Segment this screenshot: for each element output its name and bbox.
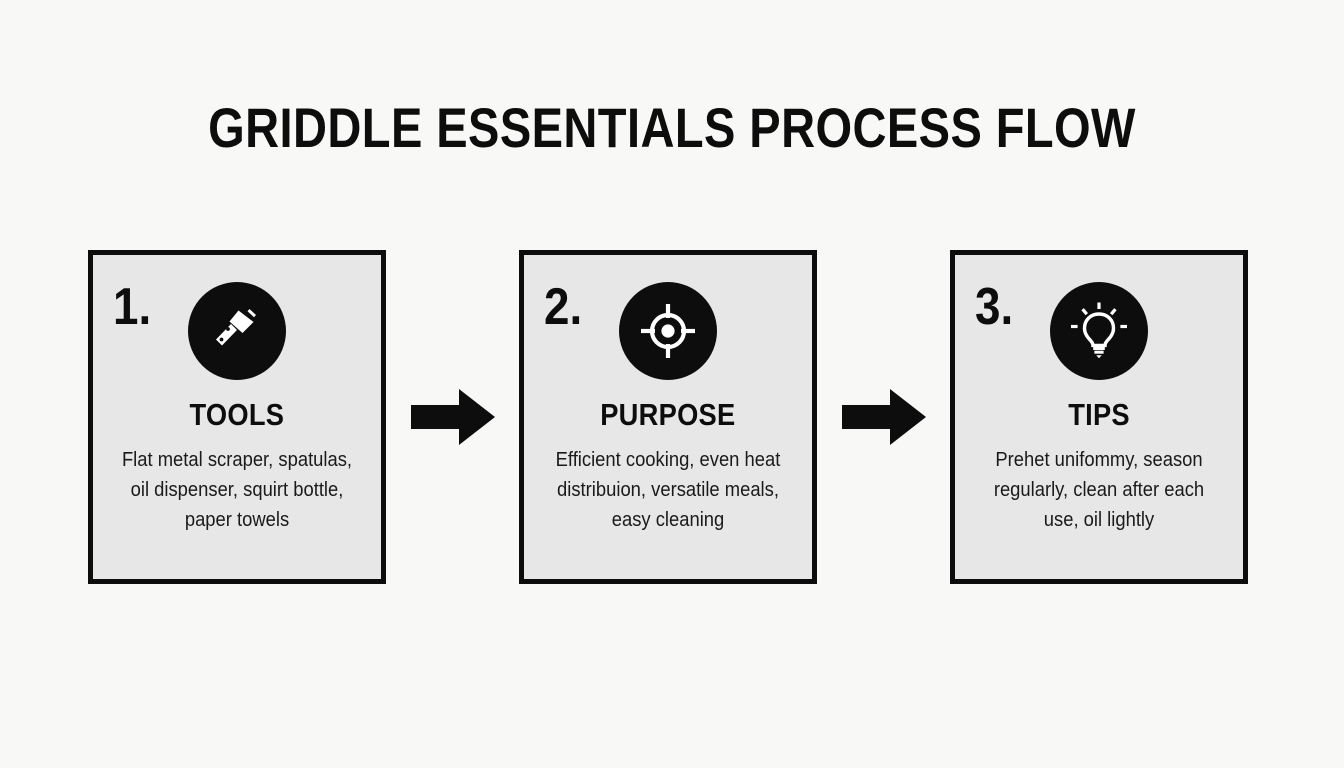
step-heading-3: TIPS xyxy=(1068,397,1130,432)
step-number-1: 1. xyxy=(113,278,152,336)
process-flow: 1. TOOLS Flat met xyxy=(88,250,1248,584)
process-step-card-3[interactable]: 3. xyxy=(950,250,1248,584)
step-heading-2: PURPOSE xyxy=(600,397,736,432)
step-heading-1: TOOLS xyxy=(189,397,285,432)
arrow-right-icon xyxy=(407,250,499,584)
step-description-1: Flat metal scraper, spatulas, oil dispen… xyxy=(121,449,353,531)
scraper-icon xyxy=(188,282,286,380)
step-number-2: 2. xyxy=(544,278,583,336)
lightbulb-icon xyxy=(1050,282,1148,380)
step-number-3: 3. xyxy=(975,278,1014,336)
page-title: GRIDDLE ESSENTIALS PROCESS FLOW xyxy=(208,96,1136,159)
target-icon xyxy=(619,282,717,380)
process-step-card-1[interactable]: 1. TOOLS Flat met xyxy=(88,250,386,584)
step-description-2: Efficient cooking, even heat distribuion… xyxy=(555,449,781,531)
arrow-right-icon xyxy=(838,250,930,584)
step-description-3: Prehet unifommy, season regularly, clean… xyxy=(993,449,1205,531)
process-step-card-2[interactable]: 2. PURPOSE Efficient cooking, even h xyxy=(519,250,817,584)
